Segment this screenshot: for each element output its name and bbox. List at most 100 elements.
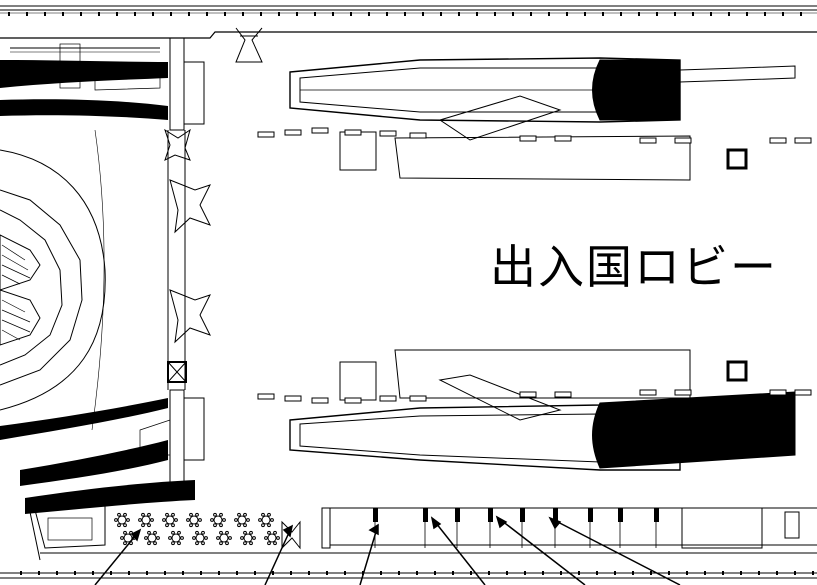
seat	[141, 512, 145, 517]
border-tick	[800, 12, 802, 16]
border-tick	[458, 12, 460, 16]
seat	[261, 523, 265, 528]
seat-cluster	[123, 533, 133, 543]
bridge-dash	[769, 389, 787, 396]
seat-cluster	[141, 515, 151, 525]
seat-cluster	[189, 515, 199, 525]
seat	[219, 523, 223, 528]
seat	[177, 530, 181, 535]
seat	[237, 523, 241, 528]
border-tick	[380, 571, 382, 575]
seat	[171, 530, 175, 535]
bridge-dash	[674, 137, 692, 144]
seat-cluster	[267, 533, 277, 543]
border-tick	[488, 571, 490, 575]
seat-cluster	[243, 533, 253, 543]
seat-cluster	[147, 533, 157, 543]
border-tick	[710, 12, 712, 16]
border-tick	[236, 571, 238, 575]
seating-clusters	[114, 512, 280, 546]
bridge-dash	[257, 131, 275, 138]
seat	[195, 523, 199, 528]
border-tick	[218, 571, 220, 575]
border-tick	[416, 571, 418, 575]
border-tick	[602, 12, 604, 16]
bridge-dash	[379, 395, 397, 402]
seat	[243, 523, 247, 528]
border-tick	[404, 12, 406, 16]
bridge-dash	[794, 389, 812, 396]
border-tick	[206, 12, 208, 16]
lobby-label: 出入国ロビー	[490, 240, 778, 294]
seat	[189, 512, 193, 517]
border-tick	[146, 571, 148, 575]
border-tick	[44, 12, 46, 16]
seat	[246, 518, 250, 522]
border-tick	[20, 571, 22, 575]
border-tick	[596, 571, 598, 575]
bridge-dash	[257, 393, 275, 400]
seat-cluster	[165, 515, 175, 525]
concourse-column	[373, 508, 378, 522]
bottom-ticks	[20, 571, 814, 575]
border-tick	[290, 571, 292, 575]
seat	[267, 541, 271, 546]
seat-cluster	[219, 533, 229, 543]
border-tick	[512, 12, 514, 16]
seat	[177, 541, 181, 546]
seat	[240, 536, 244, 540]
bridge-dash	[344, 397, 362, 404]
bridge-dash	[379, 130, 397, 137]
bridge-dash	[311, 127, 329, 134]
upper-pier	[289, 57, 796, 181]
seat	[222, 518, 226, 522]
seat	[126, 518, 130, 522]
entry-door-top	[235, 27, 263, 63]
seat	[147, 512, 151, 517]
seat	[174, 518, 178, 522]
bridge-dash	[284, 129, 302, 136]
seat	[141, 523, 145, 528]
seat	[270, 518, 274, 522]
seat	[117, 523, 121, 528]
seat	[267, 530, 271, 535]
bridge-dash	[519, 135, 537, 142]
bridge-dash	[674, 389, 692, 396]
bridge-dash	[519, 391, 537, 398]
seat-cluster	[117, 515, 127, 525]
seat	[147, 541, 151, 546]
seat	[210, 518, 214, 522]
border-tick	[686, 571, 688, 575]
boarding-bridge-dashes	[257, 127, 812, 404]
bridge-dash	[769, 137, 787, 144]
border-tick	[26, 12, 28, 16]
border-tick	[470, 571, 472, 575]
seat	[171, 512, 175, 517]
border-tick	[764, 12, 766, 16]
top-ticks	[8, 12, 802, 16]
border-tick	[782, 12, 784, 16]
border-tick	[326, 571, 328, 575]
seat	[198, 518, 202, 522]
bridge-dash	[284, 395, 302, 402]
seat	[267, 523, 271, 528]
border-tick	[92, 571, 94, 575]
bridge-dash	[409, 132, 427, 139]
concourse-column	[488, 508, 493, 522]
seat	[171, 523, 175, 528]
border-tick	[632, 571, 634, 575]
concourse-column	[423, 508, 428, 522]
seat	[234, 518, 238, 522]
border-tick	[584, 12, 586, 16]
border-tick	[350, 12, 352, 16]
seat	[189, 523, 193, 528]
border-tick	[116, 12, 118, 16]
seat	[180, 536, 184, 540]
border-tick	[188, 12, 190, 16]
border-tick	[296, 12, 298, 16]
border-tick	[614, 571, 616, 575]
border-tick	[758, 571, 760, 575]
border-tick	[740, 571, 742, 575]
seat	[225, 541, 229, 546]
lower-left-wing	[0, 389, 205, 561]
